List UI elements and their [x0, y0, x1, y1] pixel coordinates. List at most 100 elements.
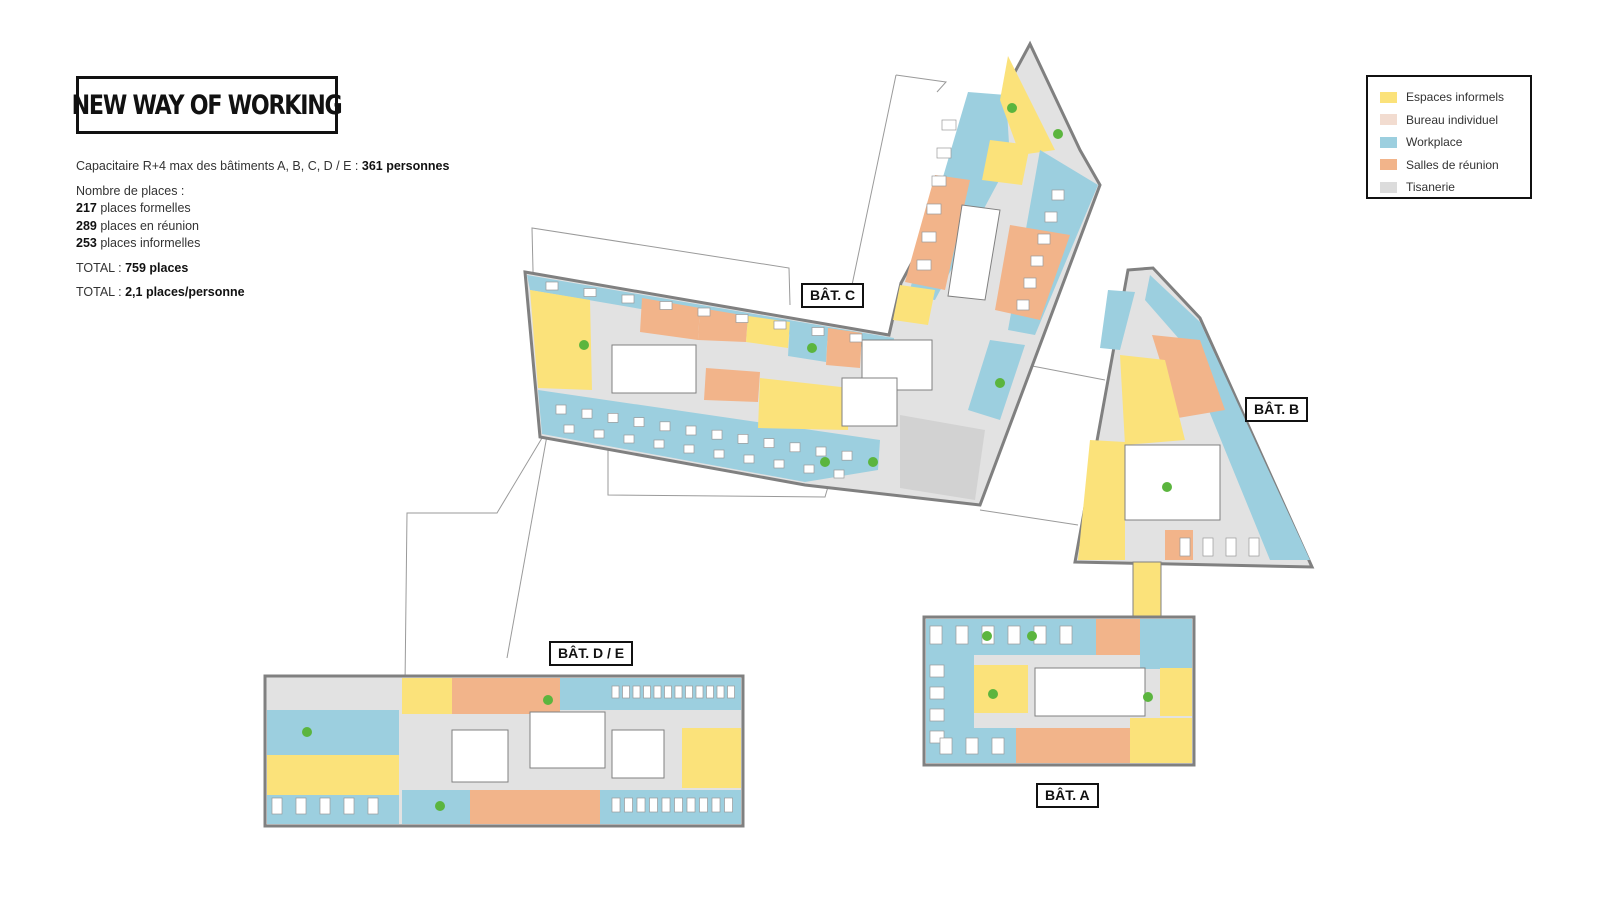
legend-item-tisanerie: Tisanerie: [1380, 176, 1530, 199]
workplace-zone: [267, 795, 399, 824]
desk: [1030, 255, 1044, 267]
desk: [1059, 625, 1073, 645]
desk: [991, 737, 1005, 755]
desk: [686, 797, 696, 813]
workplace-zone: [538, 390, 880, 482]
building-de: [263, 674, 745, 828]
plant-icon: [868, 457, 878, 467]
legend-swatch-meeting-rooms: [1380, 159, 1397, 171]
legend-item-informal: Espaces informels: [1380, 86, 1530, 109]
desk: [929, 686, 945, 700]
legend-swatch-individual-office: [1380, 114, 1397, 126]
desk: [683, 444, 695, 454]
informal-zone: [402, 678, 452, 714]
desk: [611, 685, 620, 699]
desk: [555, 404, 567, 415]
desk: [789, 442, 801, 453]
desk: [1023, 277, 1037, 289]
desk: [664, 685, 672, 699]
furniture-layer: [271, 119, 1260, 815]
outline-north-edge: [851, 74, 897, 286]
plant-icon: [579, 340, 589, 350]
desk: [815, 446, 827, 457]
desk: [659, 301, 673, 310]
desk: [1202, 537, 1214, 557]
legend-item-workplace: Workplace: [1380, 131, 1530, 154]
plant-icon: [1143, 692, 1153, 702]
stair-core: [529, 711, 606, 769]
desk: [653, 685, 662, 699]
informal-zone: [1130, 718, 1192, 763]
informal-zone: [974, 665, 1028, 713]
desk: [643, 685, 651, 699]
desk: [965, 737, 979, 755]
building-label-de: BÂT. D / E: [549, 641, 634, 666]
desk: [583, 288, 597, 297]
building-label-a: BÂT. A: [1036, 783, 1099, 808]
building-c: [523, 40, 1102, 507]
informal-zone: [267, 755, 399, 795]
desk: [735, 314, 749, 323]
desk: [1248, 537, 1260, 557]
informal-places: 253 places informelles: [76, 236, 201, 250]
desk: [674, 685, 683, 699]
plant-icon: [1162, 482, 1172, 492]
legend: Espaces informels Bureau individuel Work…: [1366, 75, 1532, 199]
desk: [713, 449, 725, 459]
stair-core: [1124, 444, 1221, 521]
desk: [593, 429, 605, 439]
informal-zone: [893, 285, 935, 325]
desk: [929, 708, 945, 722]
stair-core: [841, 377, 898, 427]
title-box: NEW WAY OF WORKING: [72, 76, 343, 134]
plant-icon: [1007, 103, 1017, 113]
building-b: [1073, 266, 1315, 621]
legend-label: Bureau individuel: [1406, 112, 1499, 127]
desk: [929, 625, 943, 645]
informal-zone: [982, 140, 1030, 185]
desk: [319, 797, 331, 815]
desk: [685, 685, 693, 699]
plant-icon: [1053, 129, 1063, 139]
desk: [581, 408, 593, 419]
informal-zone: [1160, 668, 1192, 716]
bridge-b-a: [1132, 561, 1162, 621]
informal-zone: [758, 378, 850, 430]
desk: [833, 469, 845, 479]
desk: [697, 307, 711, 317]
tisanerie-zone: [900, 415, 985, 500]
desk: [773, 459, 785, 469]
desk: [936, 147, 952, 159]
meeting-room: [1152, 335, 1225, 418]
plant-icon: [543, 695, 553, 705]
desk: [706, 685, 714, 699]
desk: [685, 425, 697, 436]
desk: [921, 231, 937, 243]
desk: [743, 454, 755, 464]
desk: [841, 450, 853, 461]
meeting-room: [995, 225, 1070, 320]
plant-icon: [995, 378, 1005, 388]
desk: [803, 464, 815, 474]
desk: [711, 429, 723, 440]
desk: [773, 320, 787, 330]
desk: [1051, 189, 1065, 201]
desk: [1225, 537, 1237, 557]
places-heading: Nombre de places :: [76, 183, 185, 198]
desk: [939, 737, 953, 755]
desk: [711, 797, 721, 813]
desk: [916, 259, 932, 271]
meeting-room: [1096, 619, 1140, 655]
desk: [941, 119, 957, 131]
plants-layer: [302, 103, 1172, 811]
desk: [659, 421, 671, 432]
plant-icon: [988, 689, 998, 699]
desk: [716, 685, 725, 699]
desk: [623, 434, 635, 444]
page-title: NEW WAY OF WORKING: [72, 89, 343, 121]
desk: [724, 797, 733, 813]
legend-swatch-workplace: [1380, 136, 1397, 148]
outline-north: [895, 74, 948, 93]
legend-label: Workplace: [1406, 135, 1463, 150]
